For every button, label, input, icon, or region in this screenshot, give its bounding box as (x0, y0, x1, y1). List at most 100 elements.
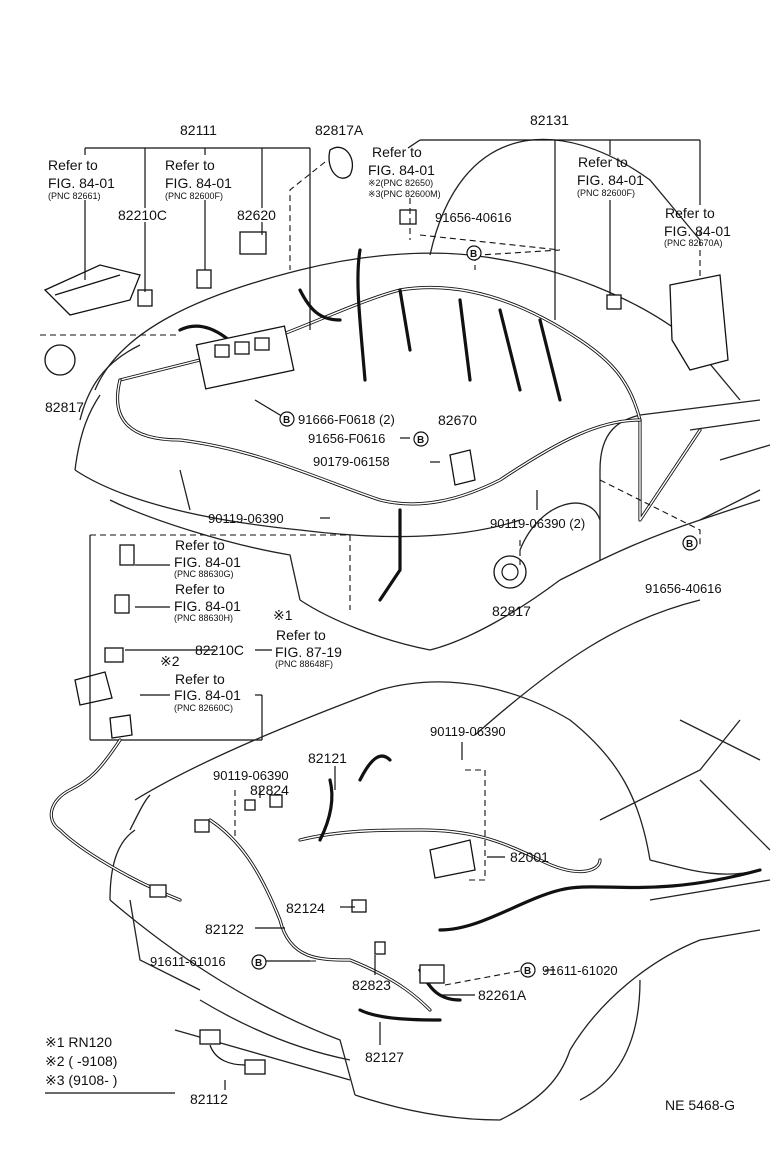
label-82111: 82111 (180, 122, 217, 138)
bolt-91666-F0618: B 91666-F0618 (2) (279, 411, 395, 427)
ref-box-88630H: Refer to FIG. 84-01 (PNC 88630H) (174, 581, 241, 623)
ref-box-82650-82600M: Refer to FIG. 84-01 ※2(PNC 82650) ※3(PNC… (368, 144, 441, 199)
bolt-90119-06390-right: 90119-06390 (2) (490, 516, 585, 531)
svg-text:91611-61020: 91611-61020 (542, 963, 618, 978)
lower-wire-harness (49, 738, 762, 1022)
legend-after-9108: ※3 (9108- ) (45, 1072, 117, 1088)
svg-text:(PNC 82600F): (PNC 82600F) (577, 188, 635, 198)
svg-text:B: B (255, 958, 262, 969)
svg-text:※2: ※2 (160, 653, 180, 669)
part-82817-right-icon (493, 555, 527, 589)
svg-text:FIG. 84-01: FIG. 84-01 (174, 687, 241, 703)
svg-text:Refer to: Refer to (276, 627, 326, 643)
svg-text:FIG. 84-01: FIG. 84-01 (48, 175, 115, 191)
svg-text:B: B (283, 415, 290, 426)
label-82817-right: 82817 (492, 603, 531, 619)
svg-text:B: B (417, 435, 424, 446)
label-82121: 82121 (308, 750, 347, 766)
svg-text:(PNC 82600F): (PNC 82600F) (165, 191, 223, 201)
part-82670A-junction-block (669, 274, 729, 371)
ref-box-82600F-right: Refer to FIG. 84-01 (PNC 82600F) (577, 154, 644, 198)
label-82817-left: 82817 (45, 399, 84, 415)
ref-box-88630G: Refer to FIG. 84-01 (PNC 88630G) (174, 537, 241, 579)
part-82661-sensor (43, 264, 141, 316)
svg-text:FIG. 84-01: FIG. 84-01 (174, 598, 241, 614)
svg-text:B: B (686, 539, 693, 550)
svg-text:Refer to: Refer to (665, 205, 715, 221)
svg-text:B: B (470, 249, 477, 260)
svg-text:91656-40616: 91656-40616 (435, 210, 512, 225)
svg-text:Refer to: Refer to (48, 157, 98, 173)
label-82124: 82124 (286, 900, 325, 916)
svg-text:FIG. 87-19: FIG. 87-19 (275, 644, 342, 660)
svg-text:91611-61016: 91611-61016 (150, 954, 226, 969)
part-82670-icon (449, 449, 476, 486)
svg-text:(PNC 88630G): (PNC 88630G) (174, 569, 234, 579)
svg-text:(PNC 82670A): (PNC 82670A) (664, 238, 723, 248)
label-82001: 82001 (510, 849, 549, 865)
label-82112: 82112 (190, 1091, 228, 1107)
svg-text:Refer to: Refer to (578, 154, 628, 170)
label-82127: 82127 (365, 1049, 404, 1065)
svg-text:B: B (524, 966, 531, 977)
svg-text:※2(PNC 82650): ※2(PNC 82650) (368, 178, 433, 188)
svg-text:(PNC 88648F): (PNC 88648F) (275, 659, 333, 669)
label-82210C-top: 82210C (118, 207, 167, 223)
middle-parts (74, 535, 272, 741)
svg-text:91656-40616: 91656-40616 (645, 581, 722, 596)
ref-box-88648F: ※1 Refer to FIG. 87-19 (PNC 88648F) (273, 607, 342, 669)
svg-text:FIG. 84-01: FIG. 84-01 (165, 175, 232, 191)
bolt-90119-06390-lower: 90119-06390 (213, 768, 289, 783)
legend-rn120: ※1 RN120 (45, 1034, 112, 1050)
svg-text:FIG. 84-01: FIG. 84-01 (664, 223, 731, 239)
label-82122: 82122 (205, 921, 244, 937)
bolt-90119-06390-mid: 90119-06390 (430, 724, 506, 739)
svg-text:※1: ※1 (273, 607, 293, 623)
label-82824: 82824 (250, 782, 289, 798)
svg-text:(PNC 88630H): (PNC 88630H) (174, 613, 233, 623)
bolt-91656-40616-bottom: B 91656-40616 (645, 535, 722, 596)
bolt-91656-F0616: 91656-F0616 B (308, 431, 429, 447)
legend: ※1 RN120 ※2 ( -9108) ※3 (9108- ) (45, 1034, 175, 1094)
lower-vehicle-body (109, 599, 771, 1121)
svg-text:Refer to: Refer to (372, 144, 422, 160)
part-82600M-icon (399, 209, 417, 225)
lower-parts (149, 794, 476, 1075)
part-82600F-icon (196, 269, 212, 289)
bolt-91611-61020: B 91611-61020 (520, 962, 618, 978)
label-82261A: 82261A (478, 987, 527, 1003)
ref-box-82670A: Refer to FIG. 84-01 (PNC 82670A) (664, 205, 731, 248)
label-82823: 82823 (352, 977, 391, 993)
part-82817-left-icon (44, 344, 76, 376)
legend-before-9108: ※2 ( -9108) (45, 1053, 117, 1069)
svg-text:FIG. 84-01: FIG. 84-01 (577, 172, 644, 188)
part-82210C-top-icon (137, 289, 153, 307)
lower-leader-lines (224, 742, 555, 1090)
svg-text:91656-F0616: 91656-F0616 (308, 431, 385, 446)
label-82817A: 82817A (315, 122, 364, 138)
part-82817A-icon (328, 146, 354, 179)
ref-box-82661: Refer to FIG. 84-01 (PNC 82661) (48, 157, 115, 201)
part-82600F-right-icon (606, 294, 622, 310)
svg-text:※3(PNC 82600M): ※3(PNC 82600M) (368, 189, 441, 199)
ref-box-82660C: ※2 Refer to FIG. 84-01 (PNC 82660C) (160, 653, 241, 713)
label-82620: 82620 (237, 207, 276, 223)
svg-text:91666-F0618 (2): 91666-F0618 (2) (298, 412, 395, 427)
upper-vehicle-body (74, 138, 771, 651)
svg-text:Refer to: Refer to (175, 671, 225, 687)
relay-block (195, 325, 295, 390)
svg-text:Refer to: Refer to (165, 157, 215, 173)
part-82620-icon (239, 231, 267, 255)
svg-text:FIG. 84-01: FIG. 84-01 (174, 554, 241, 570)
bolt-90119-06390-left: 90119-06390 (208, 511, 284, 526)
svg-text:(PNC 82660C): (PNC 82660C) (174, 703, 233, 713)
bolt-91656-40616-top: 91656-40616 B (435, 210, 512, 261)
label-82131: 82131 (530, 112, 569, 128)
label-82670: 82670 (438, 412, 477, 428)
svg-text:Refer to: Refer to (175, 581, 225, 597)
bolt-90179-06158: 90179-06158 (313, 454, 390, 469)
svg-text:Refer to: Refer to (175, 537, 225, 553)
upper-leader-lines (40, 139, 701, 610)
ref-box-82600F-left: Refer to FIG. 84-01 (PNC 82600F) (165, 157, 232, 201)
svg-text:(PNC 82661): (PNC 82661) (48, 191, 101, 201)
